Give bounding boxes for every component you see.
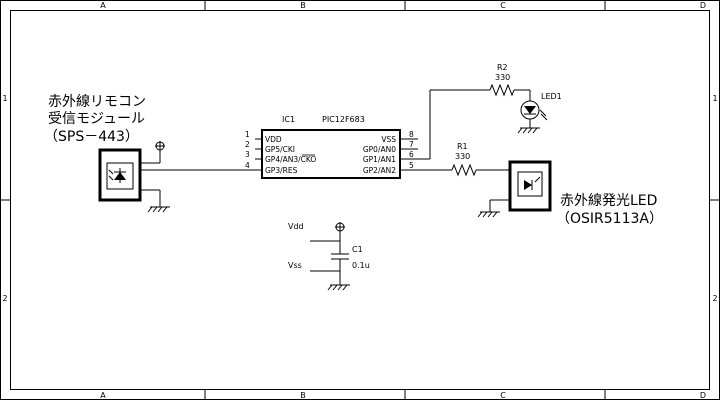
r2-value: 330 [495,73,510,82]
ir-receiver-label-2: 受信モジュール [48,111,145,127]
col-label-a-bottom: A [100,391,106,400]
col-label-c-bottom: C [500,391,506,400]
row-label-2-left: 2 [2,294,7,303]
col-label-b-bottom: B [300,391,306,400]
ic-pic12f683 [255,129,452,179]
ic-pin-name-5: GP2/AN2 [363,166,396,175]
col-label-a-top: A [100,1,106,10]
col-label-d-bottom: D [700,391,706,400]
wire-gp2-r1 [451,163,510,177]
led-icon [524,106,536,114]
resistor-r2 [489,83,515,97]
c1-value: 0.1u [352,261,370,270]
resistor-r1 [451,163,477,177]
ic-pin-name-8: VSS [381,135,396,144]
ir-led-label-1: 赤外線発光LED [560,193,657,209]
frame-inner [10,10,710,390]
col-label-b-top: B [300,1,306,10]
ir-receiver-label-1: 赤外線リモコン [48,94,146,110]
ic-part: PIC12F683 [322,115,365,124]
row-label-1-right: 1 [712,94,717,103]
ir-led-label-2: （OSIR5113A） [556,211,663,227]
vdd-label: Vdd [288,222,304,231]
r2-ref: R2 [497,63,508,72]
row-label-1-left: 1 [2,94,7,103]
led1-ref: LED1 [541,92,562,101]
ir-receiver-module [98,148,142,202]
ic-ref: IC1 [282,115,295,124]
ic-pin-name-3: GP4/AN3/CKO [265,155,316,164]
ir-led [477,160,552,218]
row-label-2-right: 2 [712,294,717,303]
capacitor-c1 [310,222,350,291]
ir-emitter-icon [524,180,532,190]
col-label-c-top: C [500,1,506,10]
ic-pin-num-3: 3 [245,150,250,159]
ic-pin-num-1: 1 [245,130,250,139]
wire-gp1-r2 [429,83,531,159]
ic-pin-num-6: 6 [409,150,414,159]
col-label-d-top: D [700,1,706,10]
receiver-vcc [140,141,165,164]
ir-receiver-label-3: （SPS－443） [44,129,139,145]
photodiode-icon [114,172,126,180]
ic-pin-name-6: GP1/AN1 [363,155,396,164]
r1-value: 330 [455,152,470,161]
ic-pin-num-8: 8 [409,130,414,139]
ic-pin-name-7: GP0/AN0 [363,145,396,154]
ic-pin-num-4: 4 [245,161,250,170]
ic-pin-name-1: VDD [265,135,282,144]
receiver-gnd [140,189,170,213]
ic-pin-name-2: GP5/CKI [265,145,295,154]
r1-ref: R1 [457,142,468,151]
ic-pin-num-5: 5 [409,161,414,170]
ic-pin-num-7: 7 [409,140,414,149]
vss-label: Vss [288,261,302,270]
c1-ref: C1 [352,245,363,254]
ic-pin-num-2: 2 [245,140,250,149]
ic-pin-name-4: GP3/RES [265,166,298,175]
led1 [517,100,548,134]
